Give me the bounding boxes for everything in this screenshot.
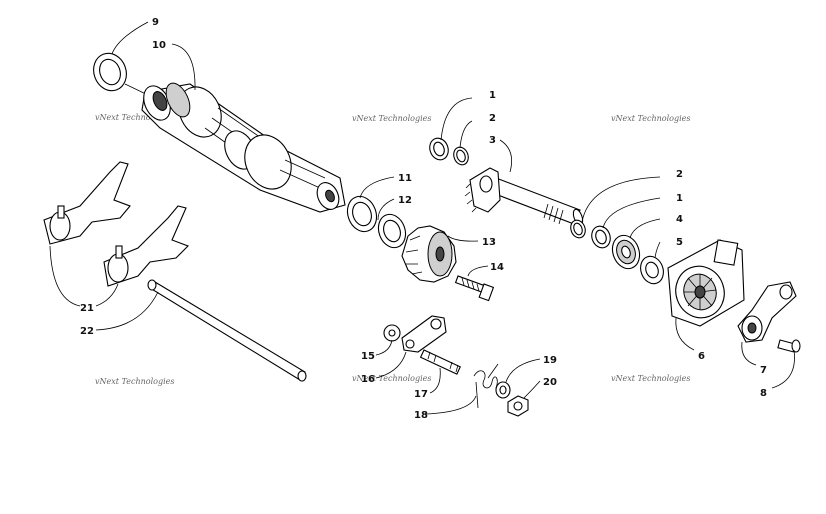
- callout-8: 8: [760, 388, 767, 399]
- callout-12: 12: [398, 195, 412, 206]
- part-7-shift-arm: [737, 281, 797, 343]
- callout-19: 19: [543, 355, 557, 366]
- watermark-top-right: vNext Technologies: [611, 114, 690, 123]
- part-6-gear-position-sensor: [667, 239, 745, 327]
- callout-15: 15: [361, 351, 375, 362]
- part-16-stopper-plate: [401, 315, 447, 353]
- part-18-spring: [473, 363, 499, 409]
- callout-labels: 1 2 3 2 1 4 5 6 7 8 9 10 11 12 13 14 15 …: [80, 17, 767, 421]
- part-2-clip-lower: [570, 219, 586, 239]
- part-20-nut: [507, 395, 529, 417]
- callout-21: 21: [80, 303, 94, 314]
- callout-1-upper: 1: [489, 90, 496, 101]
- callout-22: 22: [80, 326, 94, 337]
- watermark-bottom-left: vNext Technologies: [95, 377, 174, 386]
- part-3-shift-shaft: [464, 167, 584, 226]
- part-13-gear: [401, 225, 457, 283]
- part-19-washer: [495, 381, 511, 399]
- callout-10: 10: [152, 40, 166, 51]
- part-8-bolt: [777, 339, 801, 353]
- part-12-washer: [377, 213, 407, 249]
- part-15-washer: [383, 324, 401, 342]
- watermarks: vNext Technologies vNext Technologies vN…: [95, 113, 690, 386]
- part-2-clip-upper: [453, 146, 469, 166]
- callout-4: 4: [676, 214, 683, 225]
- callout-6: 6: [698, 351, 705, 362]
- part-14-bolt: [454, 275, 495, 302]
- watermark-top-center: vNext Technologies: [352, 114, 431, 123]
- callout-14: 14: [490, 262, 504, 273]
- callout-18: 18: [414, 410, 428, 421]
- callout-20: 20: [543, 377, 557, 388]
- part-5-bushing: [640, 255, 664, 285]
- callout-7: 7: [760, 365, 767, 376]
- callout-9: 9: [152, 17, 159, 28]
- part-1-washer-upper: [429, 137, 449, 161]
- callout-1-lower: 1: [676, 193, 683, 204]
- leader-lines: [49, 21, 795, 415]
- callout-16: 16: [361, 374, 375, 385]
- part-17-stud: [419, 349, 461, 375]
- part-9-washer: [93, 52, 127, 92]
- part-10-shift-drum: [124, 82, 346, 213]
- callout-2-lower: 2: [676, 169, 683, 180]
- part-4-bearing: [611, 234, 641, 270]
- callout-5: 5: [676, 237, 683, 248]
- callout-2-upper: 2: [489, 113, 496, 124]
- callout-11: 11: [398, 173, 412, 184]
- callout-13: 13: [482, 237, 496, 248]
- watermark-bottom-center: vNext Technologies: [352, 374, 431, 383]
- part-21-shift-forks: [43, 161, 189, 287]
- callout-17: 17: [414, 389, 428, 400]
- part-11-washer: [346, 195, 378, 233]
- watermark-bottom-right: vNext Technologies: [611, 374, 690, 383]
- callout-3: 3: [489, 135, 496, 146]
- part-1-washer-lower: [591, 225, 611, 249]
- part-22-shift-rod: [147, 279, 307, 382]
- watermark-top-left: vNext Technologies: [95, 113, 174, 122]
